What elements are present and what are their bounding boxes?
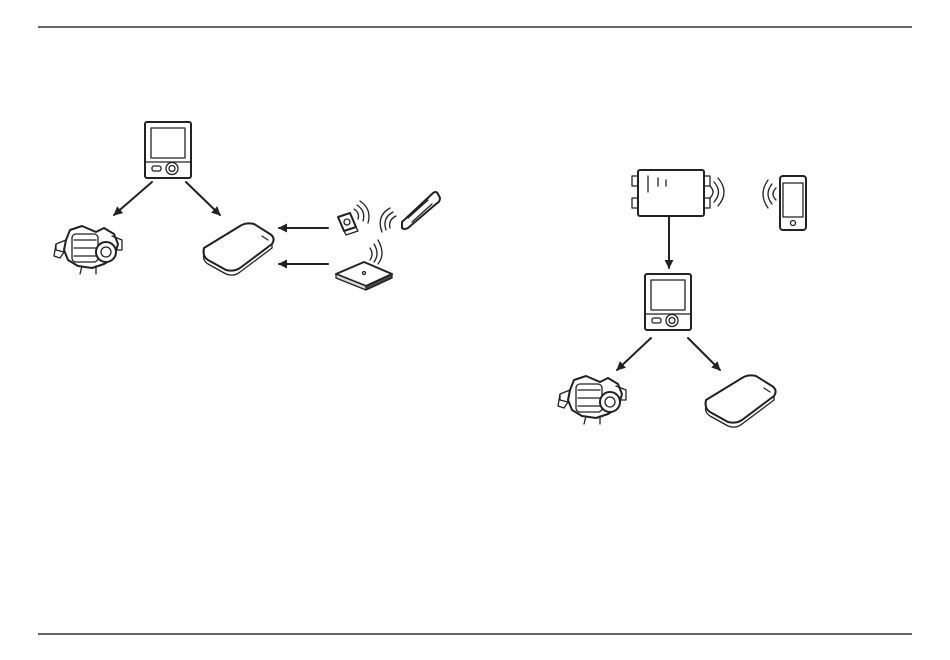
remote-controller-icon xyxy=(145,122,191,178)
outdoor-unit-icon xyxy=(54,226,122,274)
arrow-controller-to-indoor xyxy=(186,182,220,215)
indoor-unit-icon xyxy=(204,223,274,275)
remote-controller-icon-2 xyxy=(645,274,691,330)
wireless-remote-icon xyxy=(380,192,440,232)
arrow-controller-to-indoor-2 xyxy=(688,338,720,370)
arrow-controller-to-outdoor xyxy=(114,182,152,215)
arrow-controller-to-outdoor-2 xyxy=(617,338,651,370)
outdoor-unit-icon-2 xyxy=(558,376,626,424)
wireless-receiver-icon xyxy=(336,240,392,290)
left-diagram xyxy=(54,122,440,290)
wifi-interface-icon xyxy=(632,170,724,216)
indoor-unit-icon-2 xyxy=(706,375,776,427)
right-diagram xyxy=(558,170,806,427)
smartphone-icon xyxy=(763,176,806,230)
wireless-sensor-icon xyxy=(338,201,369,235)
